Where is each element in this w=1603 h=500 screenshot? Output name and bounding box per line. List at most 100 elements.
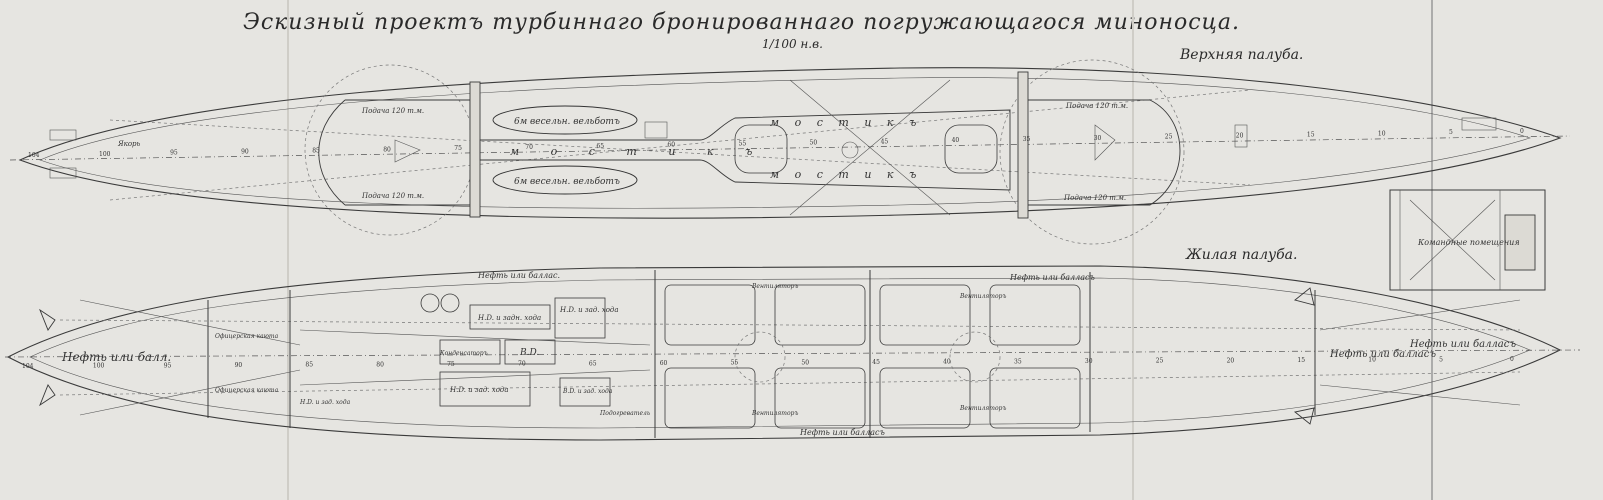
frame-number: 10 [1378, 130, 1386, 137]
frame-number: 65 [589, 360, 597, 367]
bridge-center-ring [841, 141, 859, 159]
frame-number: 0 [1510, 356, 1514, 363]
fwd-mast-beam [469, 81, 481, 218]
officer-cabin-label-2: Офицерская каюта [215, 387, 279, 394]
inset-room [1504, 214, 1536, 271]
turbine-label-4: H.D. и зад. хода [299, 399, 351, 406]
frame-number: 90 [235, 362, 243, 369]
frame-number: 100 [93, 363, 105, 370]
stern-fitting-1 [1234, 124, 1248, 148]
fan-label-2: Вентиляторъ [751, 410, 798, 417]
upper-deck-inner-line [39, 77, 1531, 209]
shaft-line-bow-2 [79, 369, 301, 416]
whaleboat-lower [492, 165, 638, 195]
aft-mast-beam [1017, 71, 1029, 219]
frame-number: 25 [1156, 358, 1164, 365]
frame-number: 40 [943, 359, 951, 366]
boiler-4 [774, 367, 866, 429]
living-deck-plan [4, 265, 1581, 441]
living-centerline [4, 349, 1581, 358]
shaft-line-bow-1 [79, 299, 301, 346]
frame-number: 5 [1449, 129, 1453, 136]
bridge-label-mid: м о с т и к ъ [510, 145, 766, 158]
frame-number: 60 [667, 142, 675, 149]
aft-gun-mount [1094, 124, 1116, 161]
shaft-line-stern-2 [1319, 384, 1521, 406]
frame-number: 30 [1094, 135, 1102, 142]
aft-gun-label-bot: Подача 120 т.м. [1063, 194, 1126, 202]
frame-number: 55 [739, 141, 747, 148]
upper-deck-plan [9, 59, 1571, 245]
frame-number: 70 [518, 361, 526, 368]
frame-number: 95 [164, 362, 172, 369]
living-deck-inner-line [29, 277, 1531, 429]
command-quarters-inset: Командные помещения [1389, 189, 1546, 291]
boiler-6 [879, 367, 971, 429]
stern-prop-bot [1293, 407, 1315, 425]
bridge-diagonal-2 [789, 79, 951, 216]
heater-label: Подогреватель [599, 410, 650, 417]
bow-fitting-1 [49, 129, 77, 141]
frame-number: 80 [383, 146, 391, 153]
fan-label-3: Вентиляторъ [959, 293, 1006, 300]
turbine-hd-1 [469, 304, 551, 330]
frame-number: 75 [454, 145, 462, 152]
upper-centerline [9, 135, 1571, 161]
upper-deck-label: Верхняя палуба. [1180, 47, 1304, 63]
fwd-gun-platform [318, 99, 471, 206]
bridge-label-top: м о с т и к ъ [770, 116, 922, 129]
aft-gun-label-top: Подача 120 т.м. [1065, 102, 1128, 110]
turbine-label-1: H.D. и задн. хода [477, 314, 541, 322]
stern-tank-label-1: Нефть или балласъ [1329, 349, 1436, 360]
bd-label-1: B.D. [519, 348, 539, 358]
command-label: Командные помещения [1417, 238, 1520, 247]
turbine-label-2: H.D. и зад. хода [559, 306, 619, 314]
frame-number: 55 [731, 360, 739, 367]
frame-number: 80 [376, 361, 384, 368]
fwd-gun-label-bot: Подача 120 т.м. [361, 192, 424, 200]
frame-number: 75 [447, 361, 455, 368]
uptake-aft [949, 331, 1001, 383]
frame-number: 15 [1307, 131, 1315, 138]
frame-number: 30 [1085, 358, 1093, 365]
boiler-8 [989, 367, 1081, 429]
oil-label-top2: Нефть или балласъ [1009, 273, 1095, 282]
aft-gun-platform [1028, 99, 1181, 206]
bow-rudder-bot [39, 384, 56, 407]
turbine-hd-2 [554, 297, 606, 339]
frame-number: 25 [1165, 134, 1173, 141]
stern-prop-top [1294, 287, 1315, 306]
frame-number: 35 [1023, 136, 1031, 143]
frame-number: 70 [525, 144, 533, 151]
bd-label-2: B.D. и зад. хода [562, 388, 613, 395]
living-deck-hull-outline [6, 265, 1562, 441]
frame-number: 90 [241, 149, 249, 156]
bridge-label-bot: м о с т и к ъ [770, 168, 922, 181]
turbine-label-3: H.D. и зад. хода [449, 386, 509, 394]
frame-number: 60 [660, 360, 668, 367]
frame-number: 35 [1014, 358, 1022, 365]
stern-tank-label-2: Нефть или балласъ [1409, 339, 1516, 350]
bridge-walkway [479, 109, 1011, 191]
frame-number: 20 [1236, 133, 1244, 140]
bow-tank-label: Нефть или балл. [61, 350, 171, 364]
fwd-gun-mount [394, 139, 421, 163]
boiler-1 [664, 284, 756, 346]
frame-number: 100 [99, 151, 111, 158]
engine-drum-1 [420, 293, 440, 313]
engine-drum-2 [440, 293, 460, 313]
stern-fitting-2 [1461, 117, 1497, 131]
inset-frame [1389, 189, 1546, 291]
frame-number: 10 [1368, 357, 1376, 364]
frame-number: 45 [881, 138, 889, 145]
shaft-line-stern-1 [1319, 299, 1521, 331]
funnel-fwd [734, 124, 788, 174]
fan-label-4: Вентиляторъ [959, 405, 1006, 412]
condenser-label: Конденсаторъ [439, 350, 488, 357]
oil-label-top: Нефть или баллас. [477, 271, 560, 280]
whaleboat-label-1: 6м весельн. вельботъ [514, 116, 620, 127]
frame-number: 5 [1439, 356, 1443, 363]
boiler-2 [664, 367, 756, 429]
